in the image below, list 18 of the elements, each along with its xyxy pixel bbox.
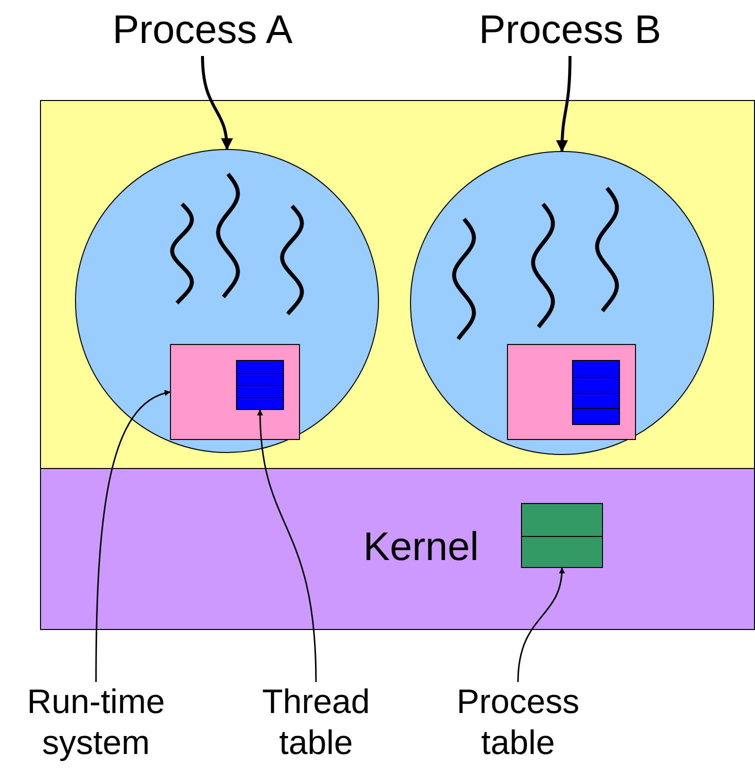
kernel-label: Kernel [362,524,480,571]
run-time-system-box [507,344,636,440]
thread-table [572,360,620,425]
leader-line [257,409,317,682]
process-table [521,503,603,568]
leader-label: Run-time system [0,682,192,776]
leader-line [95,390,171,682]
leader-label: Thread table [225,682,407,776]
arrow [201,56,232,150]
run-time-system-box [170,344,300,440]
thread-table [236,360,284,410]
leader-line [517,567,565,682]
arrow [556,56,572,152]
process-label: Process A [95,6,310,56]
leader-label: Process table [420,682,616,776]
kernel-band [40,468,755,630]
process-label: Process B [455,6,685,56]
user-space-band [40,100,755,469]
